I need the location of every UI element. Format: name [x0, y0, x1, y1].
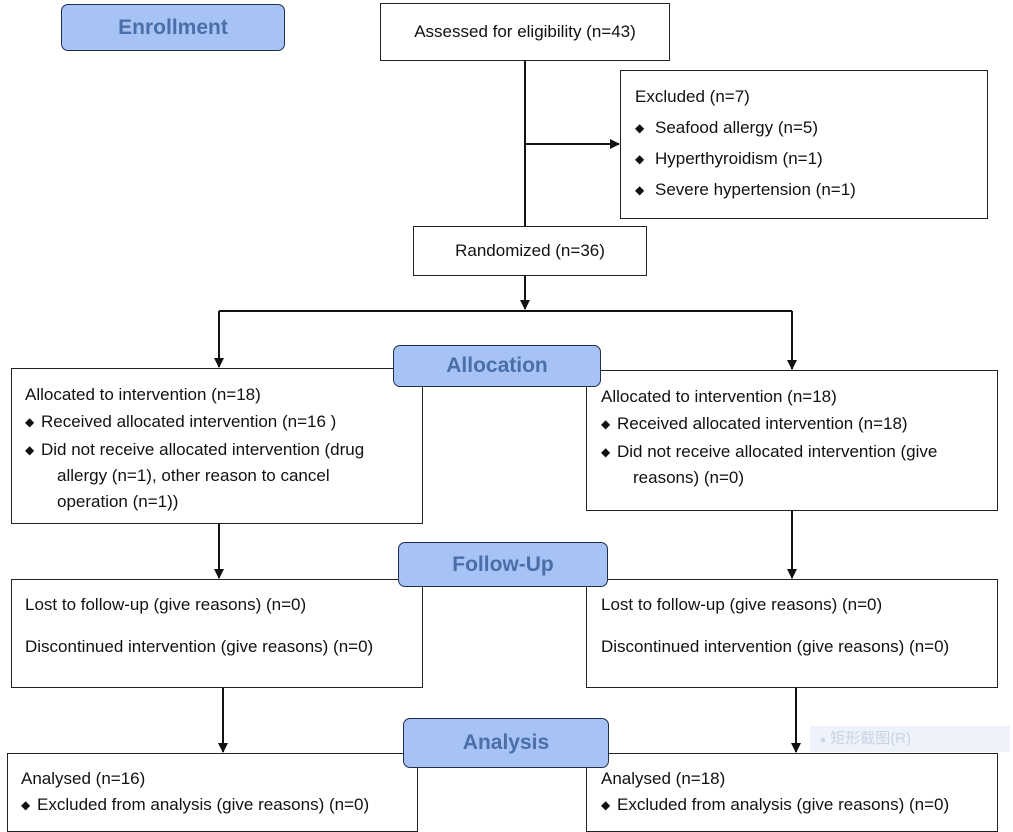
excluded-item: ◆ Hyperthyroidism (n=1) — [635, 146, 987, 172]
allocation-stage-label: Allocation — [393, 345, 601, 387]
allocation-stage-text: Allocation — [446, 354, 548, 377]
right-analysis-box: Analysed (n=18) ◆ Excluded from analysis… — [586, 753, 998, 832]
tooltip-text: 矩形截图(R) — [830, 730, 912, 747]
right-excluded-analysis-text: Excluded from analysis (give reasons) (n… — [617, 795, 950, 814]
right-allocation-title: Allocated to intervention (n=18) — [601, 387, 837, 406]
left-lost-text: Lost to follow-up (give reasons) (n=0) — [25, 595, 307, 614]
left-not-received-text-1: Did not receive allocated intervention (… — [41, 440, 365, 459]
left-not-received-text-2: allergy (n=1), other reason to cancel — [57, 466, 330, 485]
diamond-bullet-icon: ◆ — [21, 798, 31, 812]
diamond-bullet-icon: ◆ — [635, 121, 645, 135]
assessed-text: Assessed for eligibility (n=43) — [414, 22, 636, 41]
follow-up-stage-label: Follow-Up — [398, 542, 608, 587]
right-not-received-text-1: Did not receive allocated intervention (… — [617, 442, 938, 461]
left-analysis-box: Analysed (n=16) ◆ Excluded from analysis… — [7, 753, 418, 832]
right-follow-up-box: Lost to follow-up (give reasons) (n=0) D… — [586, 579, 998, 688]
randomized-box: Randomized (n=36) — [413, 226, 647, 276]
right-discontinued-text: Discontinued intervention (give reasons)… — [601, 637, 950, 656]
right-allocation-box: Allocated to intervention (n=18) ◆ Recei… — [586, 370, 998, 511]
diamond-bullet-icon: ◆ — [601, 445, 611, 459]
left-follow-up-box: Lost to follow-up (give reasons) (n=0) D… — [11, 579, 423, 688]
analysis-stage-text: Analysis — [462, 731, 550, 754]
excluded-item-text: Severe hypertension (n=1) — [655, 180, 856, 199]
enrollment-stage-text: Enrollment — [118, 15, 228, 39]
right-received-text: Received allocated intervention (n=18) — [617, 414, 908, 433]
right-not-received-text-2: reasons) (n=0) — [633, 468, 745, 487]
left-received-text: Received allocated intervention (n=16 ) — [41, 412, 337, 431]
screenshot-tooltip: ● 矩形截图(R) — [810, 726, 1010, 752]
diamond-bullet-icon: ◆ — [601, 417, 611, 431]
right-analysed-text: Analysed (n=18) — [601, 769, 726, 788]
right-not-received-item: ◆ Did not receive allocated intervention… — [601, 439, 997, 465]
excluded-title: Excluded (n=7) — [635, 87, 750, 106]
excluded-item-text: Seafood allergy (n=5) — [655, 118, 819, 137]
assessed-box: Assessed for eligibility (n=43) — [380, 3, 670, 61]
left-allocation-title: Allocated to intervention (n=18) — [25, 385, 261, 404]
left-received-item: ◆ Received allocated intervention (n=16 … — [25, 409, 422, 435]
right-received-item: ◆ Received allocated intervention (n=18) — [601, 411, 997, 437]
excluded-item: ◆ Severe hypertension (n=1) — [635, 177, 987, 203]
left-excluded-analysis-item: ◆ Excluded from analysis (give reasons) … — [21, 792, 417, 818]
left-analysed-text: Analysed (n=16) — [21, 769, 146, 788]
diamond-bullet-icon: ◆ — [25, 443, 35, 457]
right-lost-text: Lost to follow-up (give reasons) (n=0) — [601, 595, 883, 614]
enrollment-stage-label: Enrollment — [61, 4, 285, 51]
excluded-item: ◆ Seafood allergy (n=5) — [635, 115, 987, 141]
tooltip-dot-icon: ● — [820, 735, 827, 746]
left-not-received-item: ◆ Did not receive allocated intervention… — [25, 437, 422, 463]
excluded-box: Excluded (n=7) ◆ Seafood allergy (n=5) ◆… — [620, 70, 988, 219]
analysis-stage-label: Analysis — [403, 718, 609, 768]
right-excluded-analysis-item: ◆ Excluded from analysis (give reasons) … — [601, 792, 997, 818]
follow-up-stage-text: Follow-Up — [452, 552, 554, 576]
diamond-bullet-icon: ◆ — [635, 152, 645, 166]
left-not-received-text-3: operation (n=1)) — [57, 492, 179, 511]
diamond-bullet-icon: ◆ — [635, 183, 645, 197]
diamond-bullet-icon: ◆ — [25, 415, 35, 429]
left-discontinued-text: Discontinued intervention (give reasons)… — [25, 637, 374, 656]
left-excluded-analysis-text: Excluded from analysis (give reasons) (n… — [37, 795, 370, 814]
left-allocation-box: Allocated to intervention (n=18) ◆ Recei… — [11, 368, 423, 524]
diamond-bullet-icon: ◆ — [601, 798, 611, 812]
randomized-text: Randomized (n=36) — [455, 241, 605, 260]
excluded-item-text: Hyperthyroidism (n=1) — [655, 149, 823, 168]
